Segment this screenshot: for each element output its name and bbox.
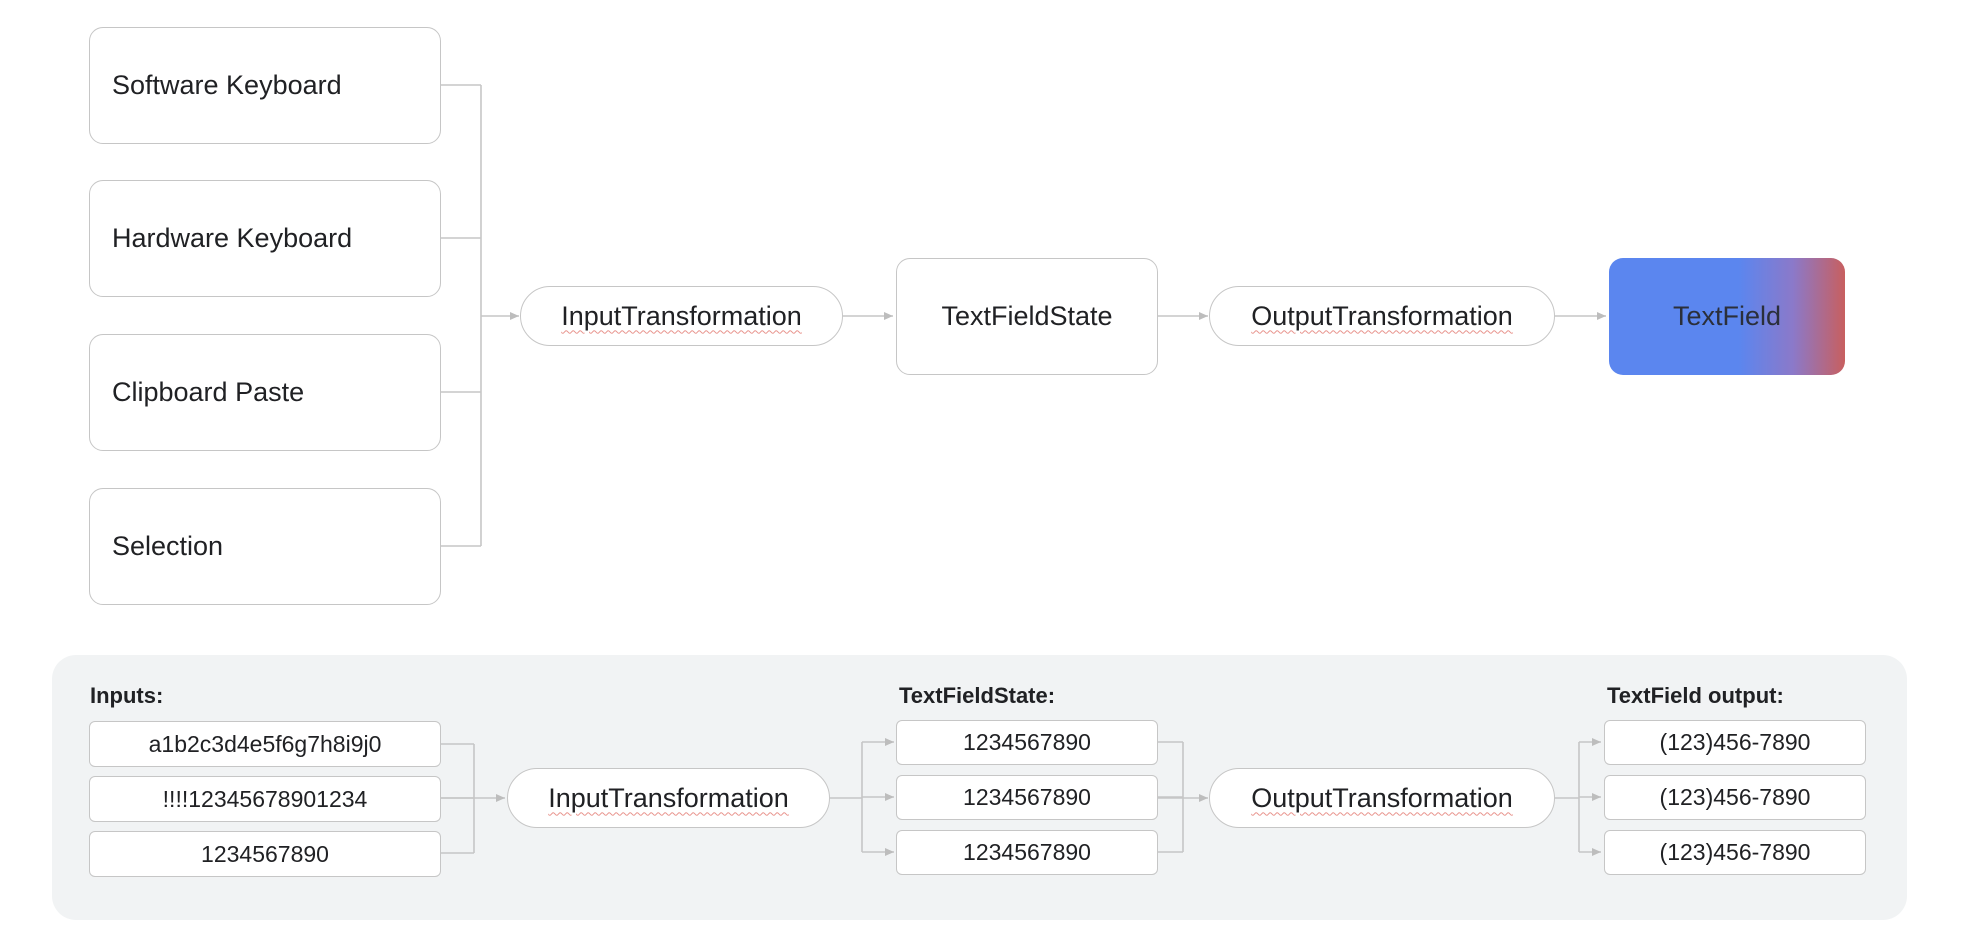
source-hardware-keyboard: Hardware Keyboard (89, 180, 441, 297)
source-label: Selection (112, 531, 224, 561)
source-label: Clipboard Paste (112, 377, 305, 407)
example-state-3: 1234567890 (896, 830, 1158, 875)
example-input-1: a1b2c3d4e5f6g7h8i9j0 (89, 721, 441, 767)
example-output-2: (123)456-7890 (1604, 775, 1866, 820)
example-state-text: 1234567890 (963, 784, 1091, 810)
sources-merge-line (441, 84, 482, 547)
text-field-node: TextField (1609, 258, 1845, 375)
example-input-text: 1234567890 (201, 840, 329, 867)
state-header: TextFieldState: (899, 683, 1056, 708)
state-merge-line (1158, 741, 1184, 853)
example-output-3: (123)456-7890 (1604, 830, 1866, 875)
output-transformation-node: OutputTransformation (1209, 286, 1555, 346)
source-label: Hardware Keyboard (112, 223, 353, 253)
text-field-label: TextField (1672, 301, 1782, 331)
example-output-text: (123)456-7890 (1659, 784, 1811, 810)
example-input-text: !!!!12345678901234 (162, 785, 368, 812)
source-selection: Selection (89, 488, 441, 605)
example-input-transformation-label: InputTransformation (548, 782, 789, 813)
example-input-text: a1b2c3d4e5f6g7h8i9j0 (148, 730, 382, 757)
input-transformation-node: InputTransformation (520, 286, 843, 346)
source-clipboard-paste: Clipboard Paste (89, 334, 441, 451)
output-fanout-line (1555, 742, 1580, 852)
example-output-text: (123)456-7890 (1659, 839, 1811, 865)
inputs-header: Inputs: (90, 683, 164, 708)
state-fanout-line (830, 742, 863, 852)
example-input-2: !!!!12345678901234 (89, 776, 441, 822)
example-input-transformation-node: InputTransformation (507, 768, 830, 828)
example-output-transformation-label: OutputTransformation (1251, 782, 1513, 813)
example-state-text: 1234567890 (963, 839, 1091, 865)
example-output-transformation-node: OutputTransformation (1209, 768, 1555, 828)
example-input-3: 1234567890 (89, 831, 441, 877)
output-header: TextField output: (1607, 683, 1784, 708)
source-label: Software Keyboard (112, 70, 342, 100)
text-field-state-label: TextFieldState (941, 301, 1113, 331)
text-field-state-node: TextFieldState (896, 258, 1158, 375)
example-state-text: 1234567890 (963, 729, 1091, 755)
example-output-1: (123)456-7890 (1604, 720, 1866, 765)
example-output-text: (123)456-7890 (1659, 729, 1811, 755)
example-state-1: 1234567890 (896, 720, 1158, 765)
example-state-2: 1234567890 (896, 775, 1158, 820)
input-transformation-label: InputTransformation (561, 300, 802, 331)
source-software-keyboard: Software Keyboard (89, 27, 441, 144)
output-transformation-label: OutputTransformation (1251, 300, 1513, 331)
